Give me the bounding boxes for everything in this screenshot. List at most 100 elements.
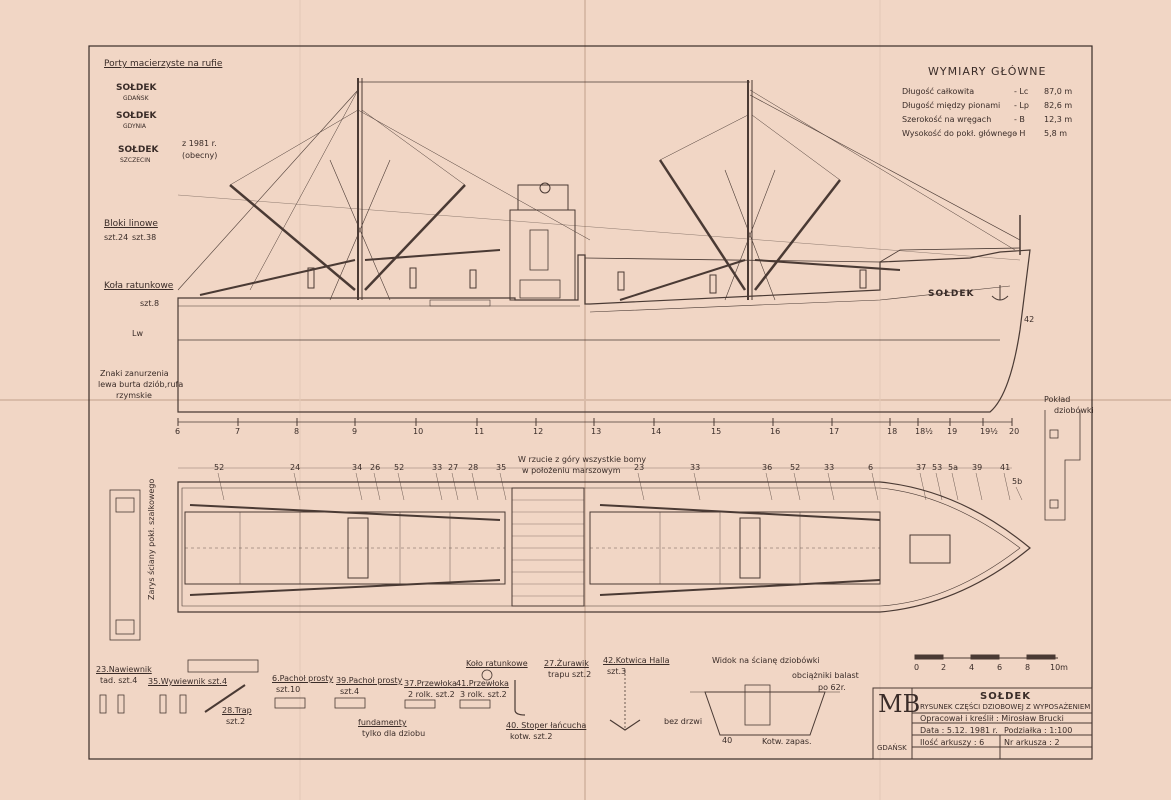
dim-label: Długość między pionami — [902, 101, 1001, 110]
dim-value: 5,8 m — [1044, 129, 1068, 138]
bow-40: 40 — [722, 736, 733, 745]
forecastle-detail — [1044, 410, 1081, 521]
frame-label: 18½ — [915, 427, 933, 436]
legend-item: 27.Żurawik — [544, 659, 589, 668]
plan-callout: 52 — [214, 463, 225, 472]
port-2: GDYNIA — [123, 123, 146, 130]
legend-symbols — [99, 659, 840, 736]
frame-label: 7 — [235, 427, 241, 436]
callout-leader — [373, 472, 381, 501]
logo-mb: MB — [878, 690, 921, 718]
main-dims-title: WYMIARY GŁÓWNE — [928, 65, 1047, 78]
plan-callout: 39 — [972, 463, 983, 472]
bow-ballast: obciążniki balast — [792, 671, 859, 680]
side-callout: 42 — [1024, 315, 1035, 324]
port-name-2: SOŁDEK — [116, 111, 157, 121]
frame-label: 6 — [175, 427, 181, 436]
draft-line1: Znaki zanurzenia — [100, 369, 169, 378]
port-3: SZCZECIN — [120, 157, 151, 164]
scale-label: 0 — [914, 663, 920, 672]
title-subtitle: RYSUNEK CZĘŚCI DZIOBOWEJ Z WYPOSAŻENIEM — [920, 703, 1091, 711]
draft-line2: lewa burta dziób,rufa — [98, 380, 184, 389]
legend-qty: trapu szt.2 — [548, 670, 592, 679]
dim-label: Wysokość do pokł. głównego — [902, 129, 1018, 138]
bow-view-title: Widok na ścianę dziobówki — [712, 656, 820, 665]
callout-leader — [793, 472, 801, 501]
frame-label: 17 — [829, 427, 840, 436]
lifebuoy-qty: szt.8 — [140, 299, 160, 308]
callout-leader — [871, 472, 879, 501]
legend-item: 28.Trap — [222, 706, 252, 715]
legend-item: Koło ratunkowe — [466, 659, 528, 668]
legend-item: 37.Przewłoka — [404, 679, 457, 688]
frame-label: 10 — [413, 427, 424, 436]
plan-callout: 5a — [948, 463, 958, 472]
callout-leader — [827, 472, 835, 501]
title-sheet-no: Nr arkusza : 2 — [1004, 738, 1060, 747]
dim-value: 87,0 m — [1044, 87, 1073, 96]
callout-leader — [935, 472, 943, 501]
plan-callout: 33 — [690, 463, 701, 472]
dim-symbol: - Lp — [1014, 101, 1029, 110]
plan-callout: 37 — [916, 463, 927, 472]
plan-callout: 24 — [290, 463, 301, 472]
frame-label: 16 — [770, 427, 781, 436]
dim-symbol: - H — [1014, 129, 1026, 138]
dim-symbol: - B — [1014, 115, 1025, 124]
callout-leader — [765, 472, 773, 501]
frame-label: 20 — [1009, 427, 1020, 436]
forecastle-line1: Pokład — [1044, 395, 1071, 404]
frame-label: 14 — [651, 427, 662, 436]
plan-callout: 34 — [352, 463, 363, 472]
legend-item: 42.Kotwica Halla — [603, 656, 670, 665]
title-scale: Podziałka : 1:100 — [1004, 726, 1073, 735]
plan-callout: 53 — [932, 463, 943, 472]
bow-nodoors: bez drzwi — [664, 717, 703, 726]
lw-mark: Lw — [132, 329, 143, 338]
legend-qty: 3 rolk. szt.2 — [460, 690, 507, 699]
port-name-1: SOŁDEK — [116, 83, 157, 93]
frame-label: 9 — [352, 427, 358, 436]
ship-name-hull: SOŁDEK — [928, 289, 975, 299]
lifebuoy-title: Koła ratunkowe — [104, 281, 174, 291]
plan-callout: 52 — [790, 463, 801, 472]
plan-callout: 28 — [468, 463, 479, 472]
frame-label: 12 — [533, 427, 544, 436]
frame-label: 13 — [591, 427, 602, 436]
plan-callout: 5b — [1012, 477, 1023, 486]
callout-leader — [951, 472, 959, 501]
callout-leader — [355, 472, 363, 501]
callout-leader — [1003, 472, 1011, 501]
legend-qty: 2 rolk. szt.2 — [408, 690, 455, 699]
title-date: Data : 5.12. 1981 r. — [920, 726, 998, 735]
forecastle-line2: dziobówki — [1054, 406, 1094, 415]
plan-callout: 52 — [394, 463, 405, 472]
plan-callout: 6 — [868, 463, 874, 472]
legend-qty: szt.2 — [226, 717, 246, 726]
side-elevation — [177, 78, 1031, 426]
frame-label: 19½ — [980, 427, 998, 436]
callout-leader — [471, 472, 479, 501]
bulkhead-label: Zarys ściany pokł. szalkowego — [147, 478, 156, 600]
bow-spare: Kotw. zapas. — [762, 737, 812, 746]
callout-leader — [499, 472, 507, 501]
title-author: Opracował i kreślił : Mirosław Brucki — [920, 714, 1064, 723]
scale-label: 2 — [941, 663, 947, 672]
frame-label: 11 — [474, 427, 485, 436]
dim-symbol: - Lc — [1014, 87, 1029, 96]
frame-label: 8 — [294, 427, 300, 436]
callout-leader — [451, 472, 459, 501]
scale-label: 8 — [1025, 663, 1031, 672]
blocks-title: Bloki linowe — [104, 219, 158, 229]
callout-leader — [217, 472, 225, 501]
blocks-a: szt.24 — [104, 233, 129, 242]
port-note-year: z 1981 r. — [182, 139, 217, 148]
blocks-b: szt.38 — [132, 233, 157, 242]
title-city: GDAŃSK — [877, 744, 907, 752]
ports-title: Porty macierzyste na rufie — [104, 59, 223, 69]
legend-item: 40. Stoper łańcucha — [506, 721, 587, 730]
callout-leader — [919, 472, 927, 501]
title-ship: SOŁDEK — [980, 691, 1032, 702]
legend-qty: tylko dla dziobu — [362, 729, 426, 738]
